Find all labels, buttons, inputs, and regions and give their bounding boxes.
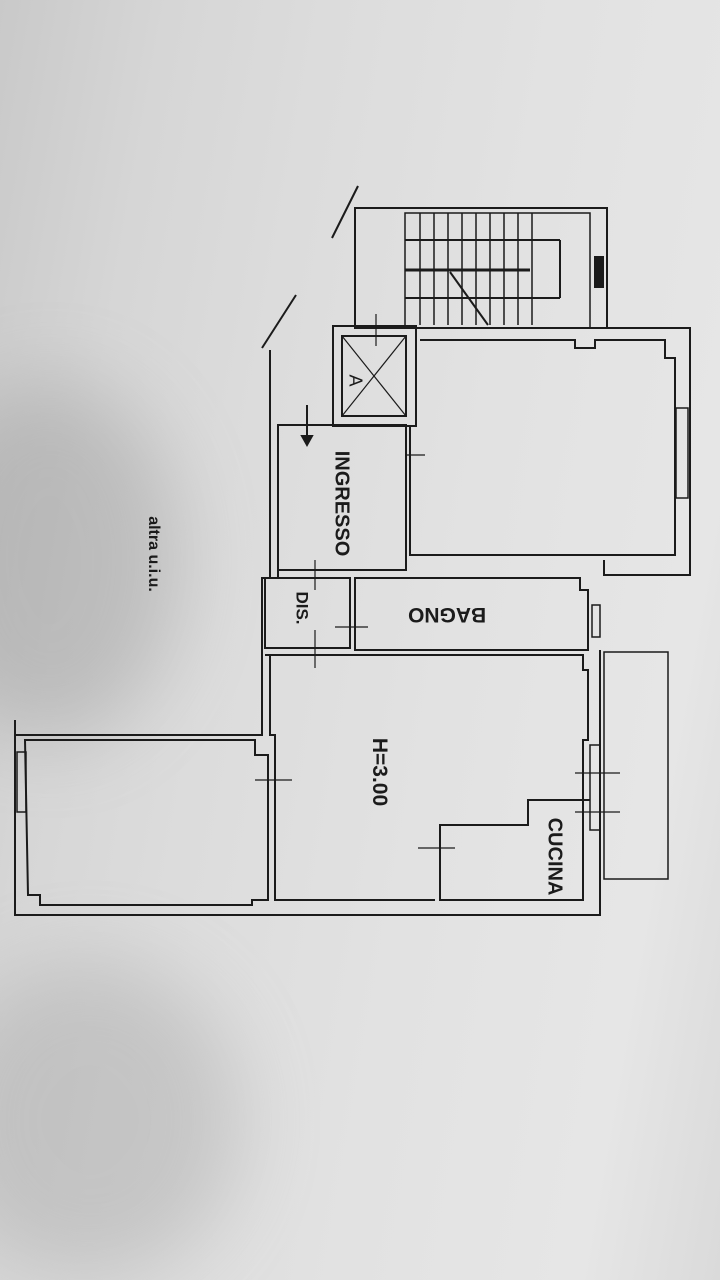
- room-height-label: H=3.00: [368, 737, 392, 807]
- photo-shadow-2: [0, 960, 240, 1280]
- staircase: [354, 207, 608, 329]
- room-label-dis: DIS.: [292, 591, 312, 625]
- lift-label: A: [345, 374, 366, 387]
- neighbor-unit-label: altra u.i.u.: [144, 516, 162, 592]
- lift: [332, 314, 417, 427]
- room-label-ingresso: INGRESSO: [330, 450, 353, 557]
- room-label-cucina: CUCINA: [543, 817, 566, 896]
- room-label-bagno: BAGNO: [408, 603, 487, 626]
